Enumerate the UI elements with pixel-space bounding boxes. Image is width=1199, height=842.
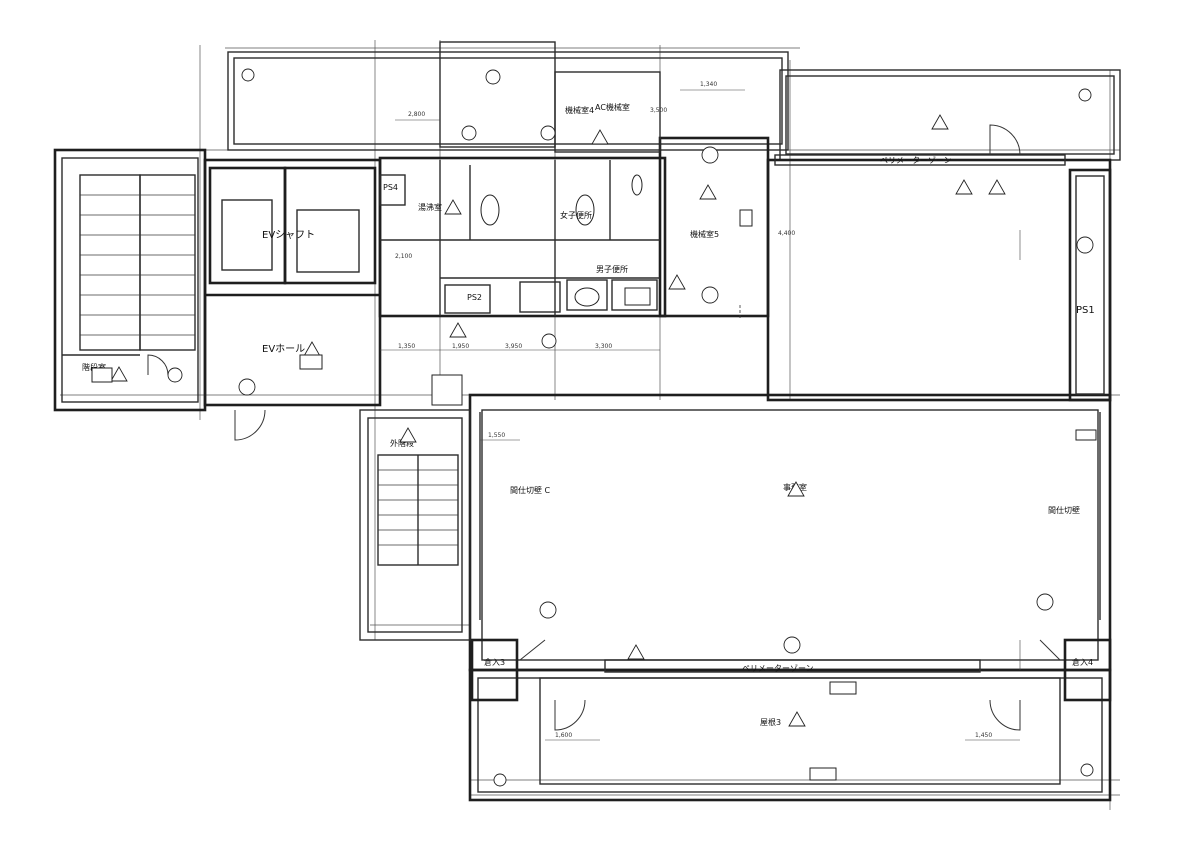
triangle-mark-icon <box>699 184 717 200</box>
circle-mark-icon <box>701 146 719 164</box>
circle-mark-icon <box>539 601 557 619</box>
triangle-mark-icon <box>399 427 417 443</box>
room-labels: EVシャフト EVホール 階段室 PS4 PS2 PS1 機械室5 機械室4 女… <box>82 102 1095 727</box>
triangle-mark-icon <box>444 199 462 215</box>
label-ev-hall: EVホール <box>262 343 305 355</box>
label-ps4: PS4 <box>383 183 398 192</box>
label-female-wc: 女子便所 <box>560 210 592 220</box>
dim-d9: 1,600 <box>555 732 572 739</box>
label-ps1: PS1 <box>1076 305 1095 316</box>
circle-mark-icon <box>461 125 477 141</box>
label-ev-shaft: EVシャフト <box>262 230 315 241</box>
label-storage-3: 倉入3 <box>484 657 505 667</box>
dim-d2: 1,340 <box>700 81 717 88</box>
triangle-mark-icon <box>110 366 128 382</box>
dim-d5: 3,950 <box>505 343 522 350</box>
label-kitchenette: 湯沸室 <box>418 202 442 212</box>
dim-d1: 2,800 <box>408 111 425 118</box>
storage-boxes <box>470 638 1112 702</box>
label-ac-room: AC機械室 <box>595 102 630 112</box>
dim-d6: 3,300 <box>595 343 612 350</box>
label-machine-room-5: 機械室5 <box>690 229 719 239</box>
triangle-mark-icon <box>627 644 645 660</box>
small-fixtures <box>91 209 1097 781</box>
triangle-mark-icon <box>591 129 609 145</box>
circle-mark-icon <box>783 636 801 654</box>
circle-mark-icon <box>167 367 183 383</box>
label-storage-4: 倉入4 <box>1072 657 1093 667</box>
dim-d7: 4,400 <box>778 230 795 237</box>
dim-d3: 1,350 <box>398 343 415 350</box>
circle-mark-icon <box>1036 593 1054 611</box>
triangle-mark-icon <box>668 274 686 290</box>
circle-mark-icon <box>238 378 256 396</box>
label-machine-room-4: 機械室4 <box>565 105 594 115</box>
circle-mark-icon <box>485 69 501 85</box>
circle-mark-icon <box>1078 88 1092 102</box>
circle-mark-icon <box>701 286 719 304</box>
dim-d8: 3,500 <box>650 107 667 114</box>
dim-d4: 1,950 <box>452 343 469 350</box>
exterior-walls <box>53 51 1121 802</box>
triangle-mark-icon <box>303 341 321 357</box>
label-perimeter-zone-bottom: ペリメーターゾーン <box>742 664 814 673</box>
circle-mark-icon <box>493 773 507 787</box>
label-terrace-3: 屋根3 <box>760 717 781 727</box>
triangle-mark-icon <box>988 179 1006 195</box>
label-ps2: PS2 <box>467 293 482 302</box>
exterior-stair <box>377 454 459 566</box>
dim-d11: 2,100 <box>395 253 412 260</box>
perimeter-zones <box>479 154 1101 673</box>
label-perimeter-zone-top: ペリメーターゾーン <box>880 156 952 165</box>
dim-d10: 1,450 <box>975 732 992 739</box>
triangle-mark-icon <box>787 481 805 497</box>
label-stair-room: 階段室 <box>82 362 106 372</box>
circle-mark-icon <box>540 125 556 141</box>
left-stair <box>62 174 196 356</box>
doors <box>147 124 1061 731</box>
label-partition-right: 間仕切壁 <box>1048 505 1080 515</box>
circle-mark-icon <box>541 333 557 349</box>
triangle-mark-icon <box>955 179 973 195</box>
triangle-mark-icon <box>931 114 949 130</box>
circle-mark-icon <box>1076 236 1094 254</box>
circle-mark-icon <box>1080 763 1094 777</box>
triangle-mark-icon <box>449 322 467 338</box>
core-partitions <box>379 41 661 316</box>
label-exterior-stair: 外階段 <box>390 438 414 448</box>
dimension-lines <box>380 89 1021 741</box>
label-dividing-wall-c: 間仕切壁 C <box>510 485 551 495</box>
label-male-wc: 男子便所 <box>596 264 628 274</box>
dimension-labels: 2,800 1,340 1,350 1,950 3,950 3,300 4,40… <box>395 81 992 739</box>
ev-shafts <box>205 166 380 297</box>
circle-mark-icon <box>241 68 255 82</box>
triangle-mark-icon <box>788 711 806 727</box>
dim-d12: 1,550 <box>488 432 505 439</box>
